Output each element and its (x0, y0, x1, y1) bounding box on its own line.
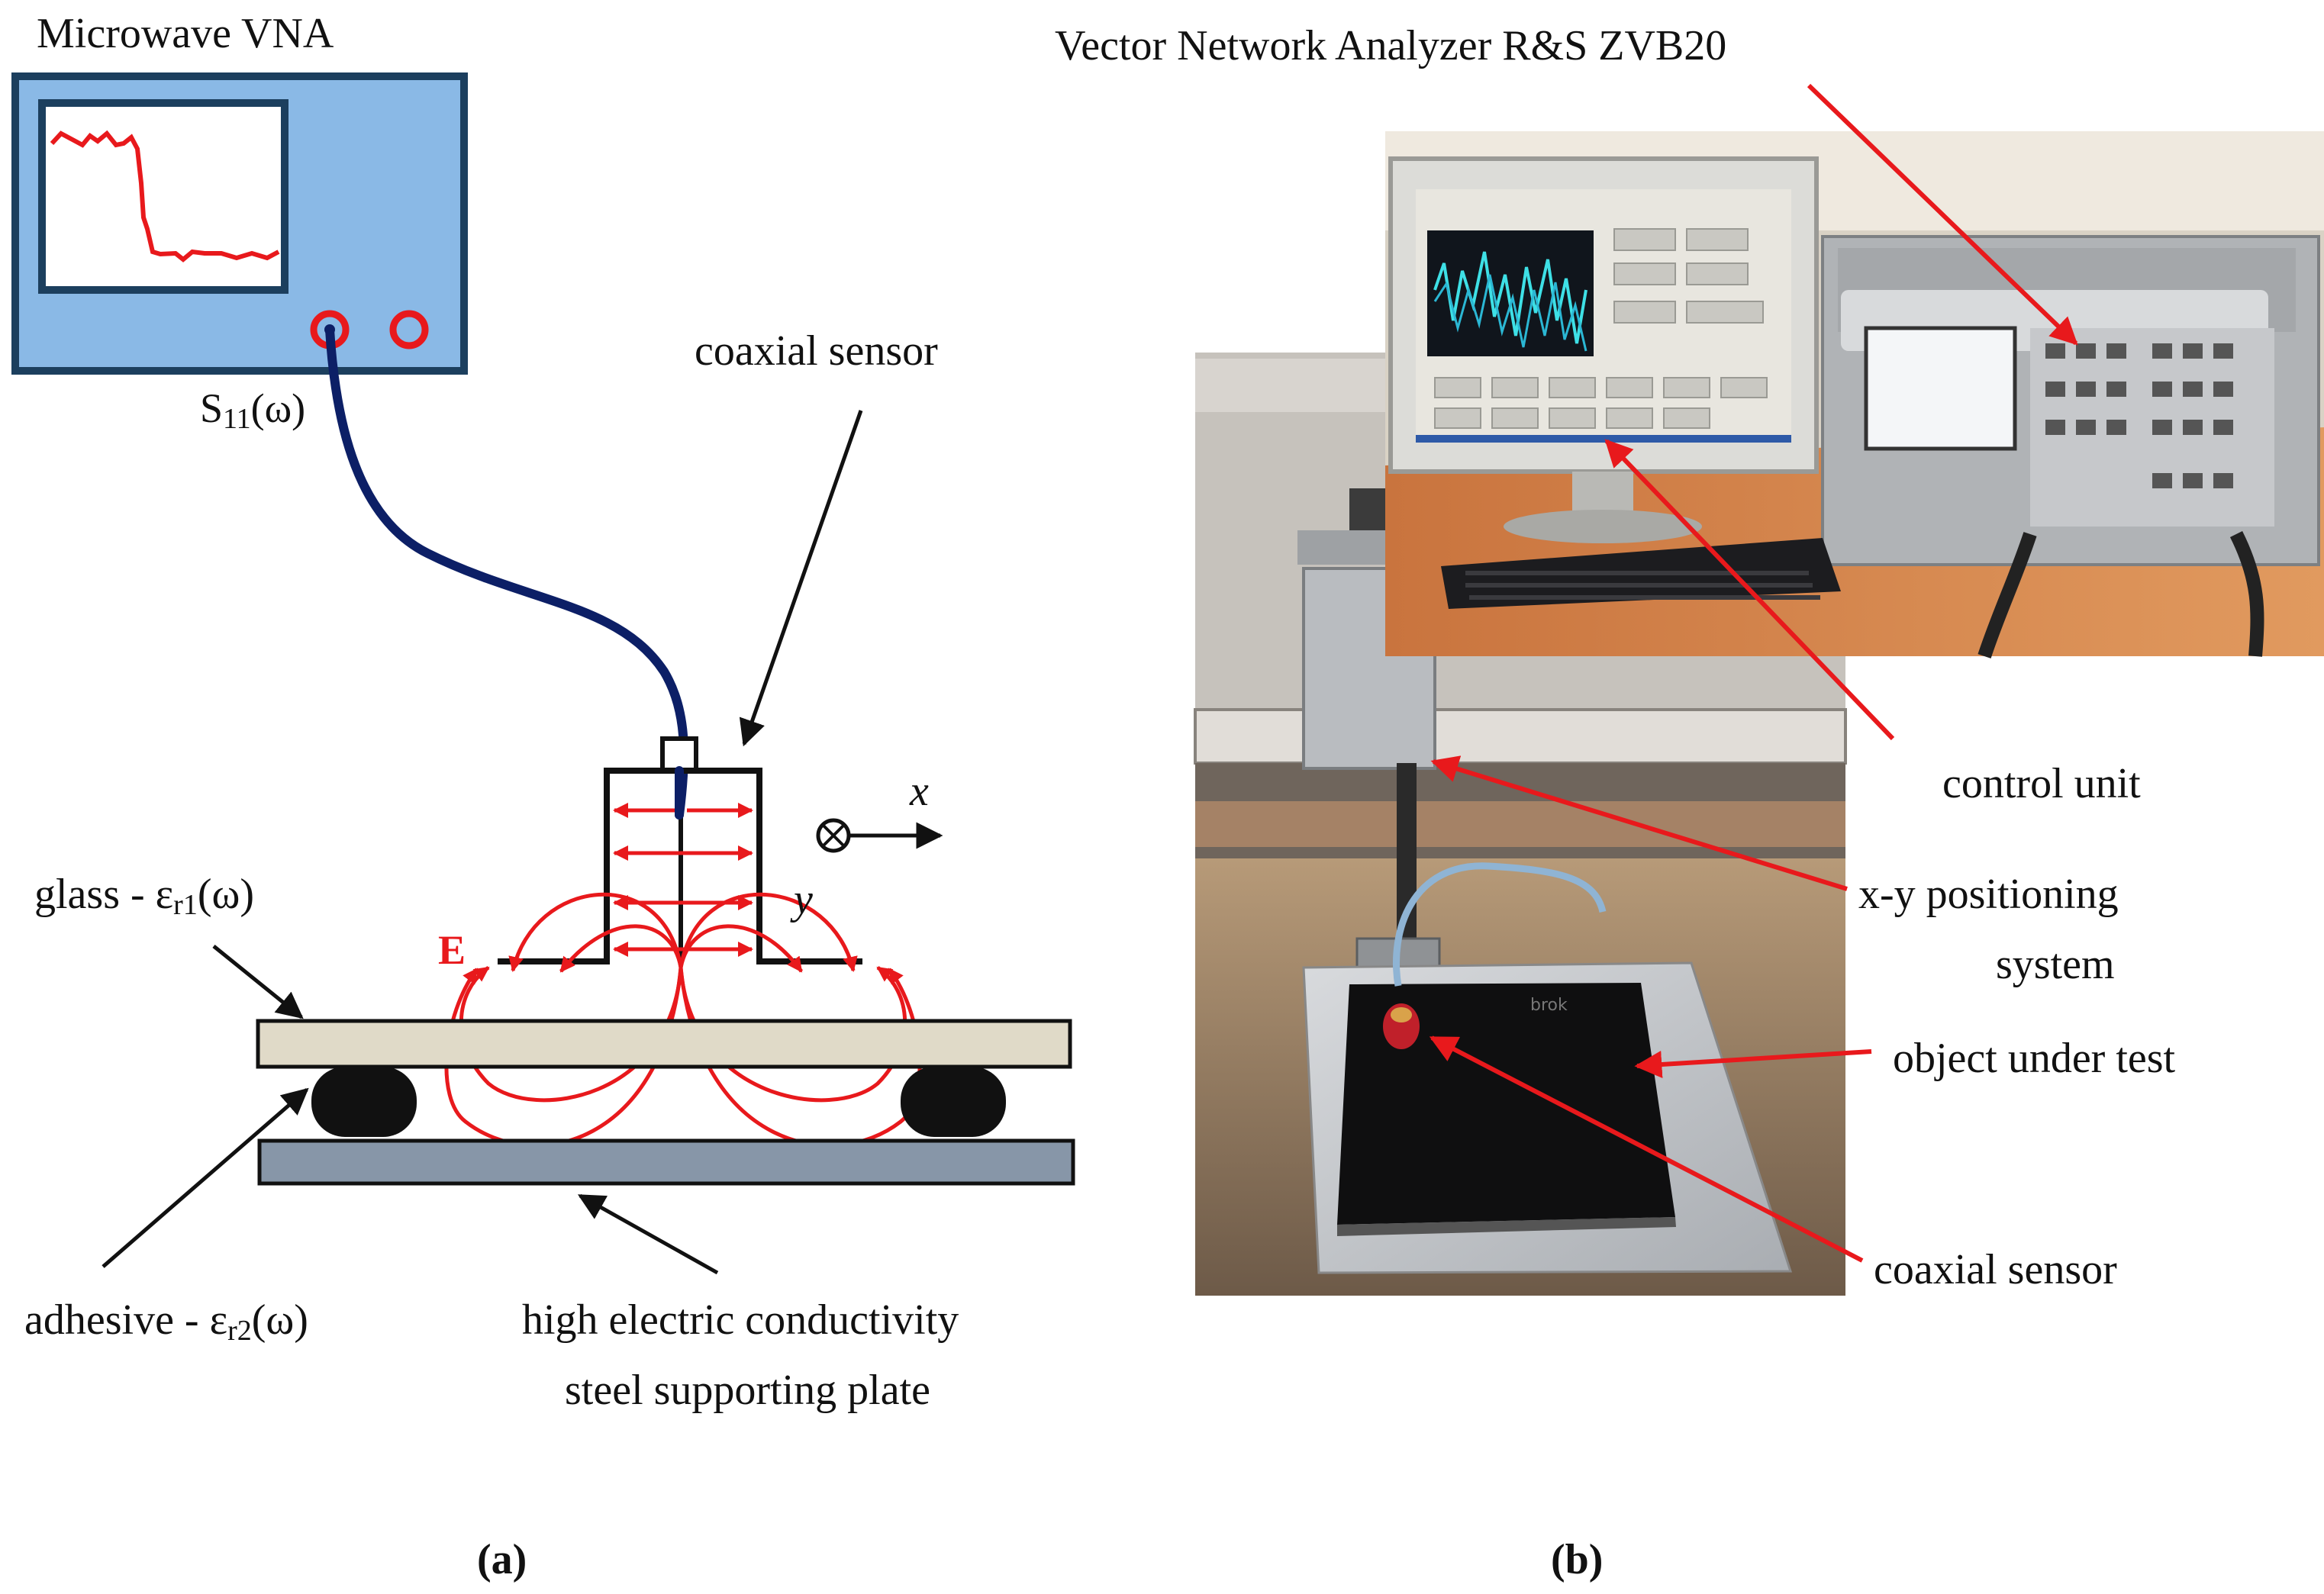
glass-label: glass - εr1(ω) (34, 871, 254, 921)
steel-plate (257, 1138, 1075, 1186)
adhesive-left (311, 1067, 417, 1137)
axis-x-label: x (909, 768, 929, 815)
pointer-object (1634, 1049, 1872, 1078)
object-under-test-label: object under test (1893, 1035, 2176, 1082)
vna-screen (38, 99, 288, 294)
coax-cable (325, 325, 688, 820)
plate-pointer (577, 1193, 719, 1275)
caption-a: (a) (477, 1536, 527, 1583)
pointer-coaxial-sensor (1429, 1035, 1864, 1263)
control-unit-label: control unit (1942, 760, 2141, 807)
vna-instrument (11, 72, 468, 375)
caption-b: (b) (1551, 1536, 1603, 1583)
panel-b: Vector Network Analyzer R&S ZVB20 br​ok (1055, 22, 2324, 1583)
photo-pointers (1429, 83, 2078, 1263)
positioning-label-line2: system (1996, 941, 2115, 988)
glass-sample (1337, 983, 1675, 1225)
glass-layer (256, 1019, 1072, 1069)
vna-model-label: Vector Network Analyzer R&S ZVB20 (1055, 22, 1726, 69)
vna-title: Microwave VNA (37, 10, 334, 57)
pointer-vna (1807, 83, 2078, 346)
vna-trace (50, 130, 280, 262)
axis-y-label: y (790, 876, 813, 923)
glass-pointer (212, 945, 304, 1019)
panel-a: Microwave VNA S11(ω) (11, 10, 1075, 1583)
field-label: E (438, 927, 466, 973)
vna-port-2 (389, 310, 429, 349)
pointer-positioning (1430, 755, 1848, 891)
adhesive-pointer (102, 1087, 309, 1268)
adhesive-label: adhesive - εr2(ω) (24, 1296, 308, 1347)
plate-label-line1: high electric conductivity (522, 1296, 959, 1344)
axis-indicator: x y (790, 768, 943, 923)
coaxial-sensor-label-b: coaxial sensor (1874, 1246, 2117, 1293)
s11-label: S11(ω) (200, 385, 305, 435)
internal-field-arrows (613, 803, 753, 957)
plate-label-line2: steel supporting plate (565, 1367, 930, 1414)
positioning-label-line1: x-y positioning (1858, 871, 2119, 918)
coaxial-sensor-label: coaxial sensor (695, 327, 938, 375)
coaxial-sensor-pointer (739, 410, 863, 747)
svg-text:br​ok: br​ok (1530, 996, 1568, 1015)
adhesive-right (901, 1067, 1006, 1137)
pointer-control-unit (1604, 439, 1895, 741)
photo-control-unit (1385, 131, 2324, 659)
